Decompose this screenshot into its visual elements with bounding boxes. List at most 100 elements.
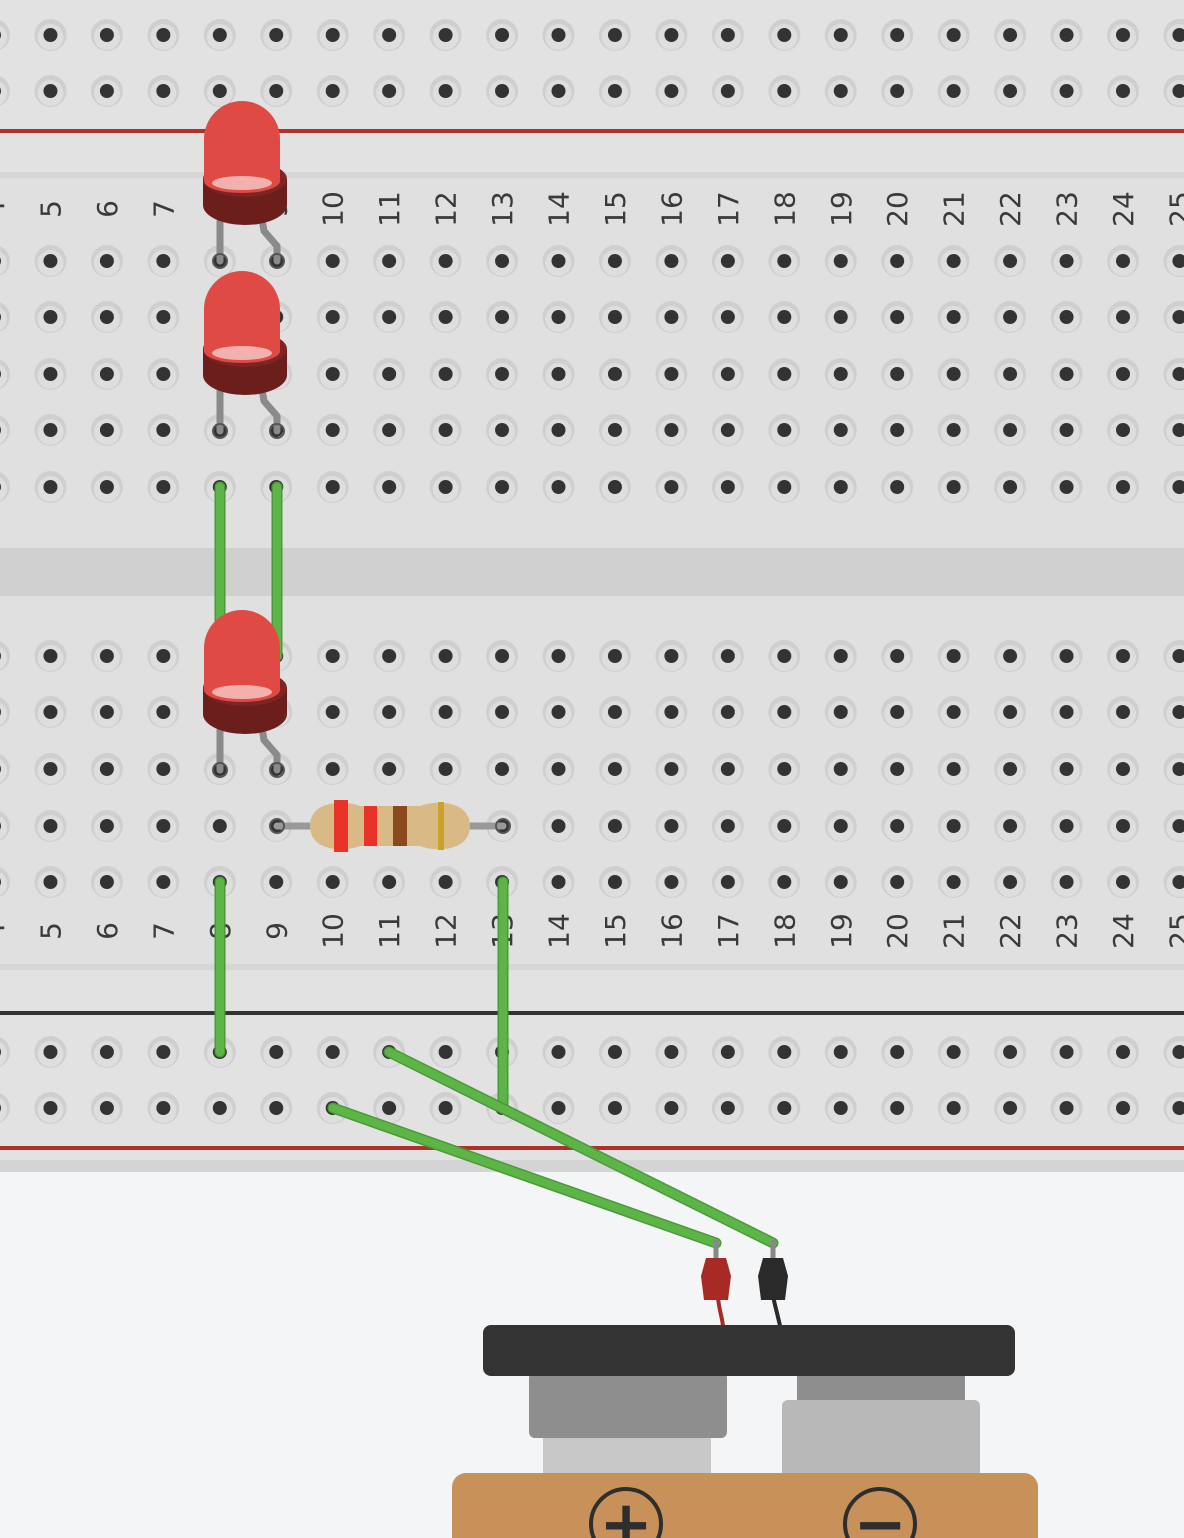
breadboard-hole[interactable] xyxy=(486,75,519,107)
breadboard-hole[interactable] xyxy=(147,414,180,446)
breadboard-hole[interactable] xyxy=(937,471,970,503)
breadboard-hole[interactable] xyxy=(768,753,801,785)
breadboard-hole[interactable] xyxy=(711,245,744,277)
breadboard-hole[interactable] xyxy=(1163,696,1184,728)
breadboard-hole[interactable] xyxy=(429,1092,462,1124)
breadboard-hole[interactable] xyxy=(655,19,688,51)
breadboard-hole[interactable] xyxy=(542,810,575,842)
breadboard-hole[interactable] xyxy=(34,640,67,672)
breadboard-hole[interactable] xyxy=(316,866,349,898)
breadboard-hole[interactable] xyxy=(260,866,293,898)
breadboard-hole[interactable] xyxy=(316,414,349,446)
breadboard-hole[interactable] xyxy=(881,245,914,277)
breadboard-hole[interactable] xyxy=(937,1036,970,1068)
breadboard-hole[interactable] xyxy=(711,696,744,728)
breadboard-hole[interactable] xyxy=(824,753,857,785)
breadboard-hole[interactable] xyxy=(937,301,970,333)
breadboard-hole[interactable] xyxy=(711,471,744,503)
breadboard-hole[interactable] xyxy=(147,810,180,842)
breadboard-hole[interactable] xyxy=(373,1092,406,1124)
breadboard-hole[interactable] xyxy=(881,75,914,107)
breadboard-hole[interactable] xyxy=(1163,75,1184,107)
breadboard-hole[interactable] xyxy=(542,414,575,446)
breadboard-hole[interactable] xyxy=(1163,640,1184,672)
breadboard-hole[interactable] xyxy=(994,753,1027,785)
breadboard-hole[interactable] xyxy=(655,696,688,728)
breadboard-hole[interactable] xyxy=(203,1092,236,1124)
breadboard-hole[interactable] xyxy=(881,1092,914,1124)
breadboard-hole[interactable] xyxy=(203,810,236,842)
breadboard-hole[interactable] xyxy=(34,1092,67,1124)
breadboard-hole[interactable] xyxy=(34,245,67,277)
breadboard-hole[interactable] xyxy=(824,866,857,898)
breadboard-hole[interactable] xyxy=(90,1036,123,1068)
breadboard-hole[interactable] xyxy=(994,1036,1027,1068)
breadboard-hole[interactable] xyxy=(655,866,688,898)
breadboard-hole[interactable] xyxy=(881,414,914,446)
breadboard-hole[interactable] xyxy=(147,19,180,51)
breadboard-hole[interactable] xyxy=(1163,358,1184,390)
breadboard-hole[interactable] xyxy=(1163,245,1184,277)
breadboard-hole[interactable] xyxy=(655,301,688,333)
breadboard-hole[interactable] xyxy=(881,640,914,672)
breadboard-hole[interactable] xyxy=(937,245,970,277)
breadboard-hole[interactable] xyxy=(824,1092,857,1124)
breadboard-hole[interactable] xyxy=(0,414,10,446)
breadboard-hole[interactable] xyxy=(655,245,688,277)
breadboard-hole[interactable] xyxy=(373,301,406,333)
breadboard-hole[interactable] xyxy=(711,753,744,785)
breadboard-hole[interactable] xyxy=(34,358,67,390)
breadboard-hole[interactable] xyxy=(768,810,801,842)
breadboard-hole[interactable] xyxy=(1107,75,1139,107)
breadboard-hole[interactable] xyxy=(260,1036,293,1068)
breadboard-hole[interactable] xyxy=(937,810,970,842)
breadboard-hole[interactable] xyxy=(1107,471,1139,503)
breadboard-hole[interactable] xyxy=(824,696,857,728)
breadboard-hole[interactable] xyxy=(655,753,688,785)
breadboard-hole[interactable] xyxy=(824,471,857,503)
breadboard-hole[interactable] xyxy=(0,696,10,728)
breadboard-hole[interactable] xyxy=(486,471,519,503)
breadboard-hole[interactable] xyxy=(994,245,1027,277)
breadboard-hole[interactable] xyxy=(429,640,462,672)
leds[interactable] xyxy=(203,101,287,778)
breadboard-hole[interactable] xyxy=(1107,358,1139,390)
breadboard-hole[interactable] xyxy=(316,471,349,503)
breadboard-hole[interactable] xyxy=(994,866,1027,898)
breadboard-hole[interactable] xyxy=(1050,696,1083,728)
breadboard-hole[interactable] xyxy=(881,358,914,390)
breadboard-hole[interactable] xyxy=(34,696,67,728)
breadboard-hole[interactable] xyxy=(824,19,857,51)
breadboard-hole[interactable] xyxy=(147,696,180,728)
breadboard-hole[interactable] xyxy=(542,245,575,277)
breadboard-hole[interactable] xyxy=(486,245,519,277)
breadboard-hole[interactable] xyxy=(937,696,970,728)
breadboard-hole[interactable] xyxy=(147,753,180,785)
breadboard-hole[interactable] xyxy=(203,75,236,107)
battery-lead-negative[interactable] xyxy=(771,1295,782,1327)
breadboard-hole[interactable] xyxy=(1163,414,1184,446)
breadboard-hole[interactable] xyxy=(542,1092,575,1124)
breadboard-hole[interactable] xyxy=(1163,1092,1184,1124)
breadboard-hole[interactable] xyxy=(1107,245,1139,277)
breadboard-hole[interactable] xyxy=(1107,301,1139,333)
breadboard-hole[interactable] xyxy=(598,753,631,785)
breadboard-hole[interactable] xyxy=(994,358,1027,390)
breadboard-hole[interactable] xyxy=(937,358,970,390)
breadboard-hole[interactable] xyxy=(260,1092,293,1124)
battery-wire-negative[interactable] xyxy=(383,1046,779,1249)
breadboard-hole[interactable] xyxy=(1107,696,1139,728)
breadboard-hole[interactable] xyxy=(655,1092,688,1124)
breadboard-hole[interactable] xyxy=(1107,414,1139,446)
breadboard-hole[interactable] xyxy=(0,301,10,333)
breadboard-hole[interactable] xyxy=(598,696,631,728)
breadboard-hole[interactable] xyxy=(1050,1036,1083,1068)
breadboard-hole[interactable] xyxy=(598,414,631,446)
breadboard-hole[interactable] xyxy=(34,753,67,785)
breadboard-hole[interactable] xyxy=(316,753,349,785)
breadboard-hole[interactable] xyxy=(147,1036,180,1068)
breadboard-hole[interactable] xyxy=(824,1036,857,1068)
breadboard-hole[interactable] xyxy=(90,866,123,898)
breadboard-hole[interactable] xyxy=(542,75,575,107)
breadboard-hole[interactable] xyxy=(1050,19,1083,51)
